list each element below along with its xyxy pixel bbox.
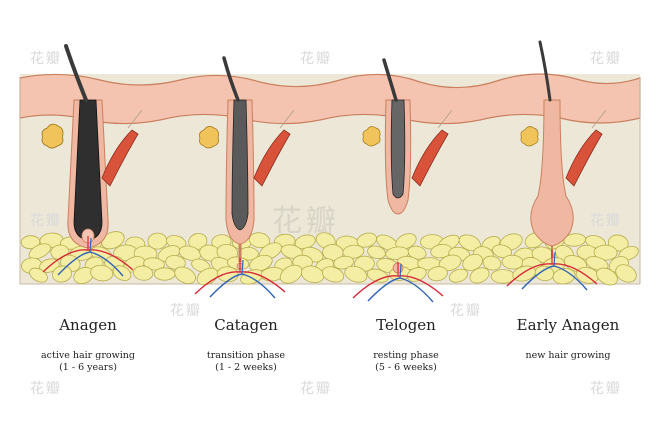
fat-cell <box>615 264 637 283</box>
watermark: 花瓣 <box>30 51 62 67</box>
stage-telogen: Telogen resting phase (5 - 6 weeks) <box>326 316 486 374</box>
stage-description: new hair growing <box>525 350 611 361</box>
fat-cell <box>101 231 125 250</box>
watermark: 花瓣 <box>30 213 62 229</box>
fat-cell <box>321 266 345 283</box>
fat-cell <box>28 243 51 260</box>
stage-description: transition phase (1 - 2 weeks) <box>206 350 286 373</box>
subcutaneous-fat-layer <box>20 231 639 286</box>
watermark: 花瓣 <box>590 381 622 397</box>
vein <box>241 259 244 275</box>
stage-description: active hair growing (1 - 6 years) <box>41 350 135 373</box>
sebaceous-gland <box>41 123 64 149</box>
follicle-early-anagen <box>506 40 607 291</box>
hair-shaft <box>382 58 398 102</box>
stage-description: resting phase (5 - 6 weeks) <box>373 350 439 373</box>
watermark: 花瓣 <box>300 51 332 67</box>
stage-title: Early Anagen <box>516 316 620 334</box>
fat-cell <box>448 268 469 283</box>
arrector-pili-muscle <box>101 129 139 187</box>
fat-cell <box>395 233 417 250</box>
fat-cell <box>178 245 202 261</box>
sebaceous-gland <box>362 126 381 147</box>
fat-cell <box>593 244 618 261</box>
club-hair <box>390 99 406 199</box>
fat-cell <box>133 265 154 281</box>
fat-cell <box>482 255 502 271</box>
fat-cell <box>90 264 114 282</box>
vein <box>399 263 402 279</box>
watermark: 花瓣 <box>590 213 622 229</box>
follicles <box>41 40 607 303</box>
fat-cell <box>585 256 609 271</box>
watermark: 花瓣 <box>450 303 482 319</box>
fat-cell <box>596 267 618 286</box>
stage-title: Telogen <box>376 316 436 334</box>
follicle-catagen <box>194 56 295 299</box>
muscle-tendon <box>437 109 453 129</box>
sebaceous-gland <box>520 126 539 147</box>
fat-cell <box>52 265 73 283</box>
club-hair <box>231 99 249 231</box>
fat-cell <box>165 254 186 270</box>
new-follicle <box>530 99 574 247</box>
muscle-tendon <box>127 109 143 129</box>
fat-cell <box>427 266 448 282</box>
fat-cell <box>248 232 271 249</box>
watermark-center: 花瓣 <box>272 204 340 239</box>
fat-cell <box>153 267 176 281</box>
vein <box>89 237 92 253</box>
watermark: 花瓣 <box>30 381 62 397</box>
fat-cell <box>344 265 368 283</box>
fat-cell <box>531 246 554 263</box>
muscle-tendon <box>279 109 295 129</box>
stage-anagen: Anagen active hair growing (1 - 6 years) <box>8 316 168 374</box>
stage-early-anagen: Early Anagen new hair growing <box>488 316 648 362</box>
fat-cell <box>342 244 365 259</box>
fat-cell <box>356 232 377 248</box>
hair-shaft <box>538 40 552 102</box>
muscle-tendon <box>591 109 607 129</box>
follicle-anagen <box>41 44 143 277</box>
watermark: 花瓣 <box>590 51 622 67</box>
sebaceous-gland <box>199 126 219 149</box>
fat-cell <box>143 257 165 271</box>
watermark: 花瓣 <box>300 381 332 397</box>
arrector-pili-muscle <box>565 129 603 187</box>
arrector-pili-muscle <box>253 129 291 187</box>
stage-title: Catagen <box>214 316 278 334</box>
hair-shaft <box>222 56 240 102</box>
fat-cell <box>279 264 303 284</box>
follicle-telogen <box>352 58 453 303</box>
watermark: 花瓣 <box>170 303 202 319</box>
fat-cell <box>300 265 325 284</box>
stage-catagen: Catagen transition phase (1 - 2 weeks) <box>166 316 326 374</box>
fat-cell <box>469 267 490 284</box>
hair-shaft <box>64 44 88 102</box>
fat-cell <box>188 232 208 250</box>
fat-cell <box>174 266 196 284</box>
stage-title: Anagen <box>59 316 117 334</box>
arrector-pili-muscle <box>411 129 449 187</box>
fat-cell <box>249 254 273 272</box>
fat-cell <box>333 255 355 270</box>
fat-cell <box>492 244 512 259</box>
vein <box>553 251 556 267</box>
